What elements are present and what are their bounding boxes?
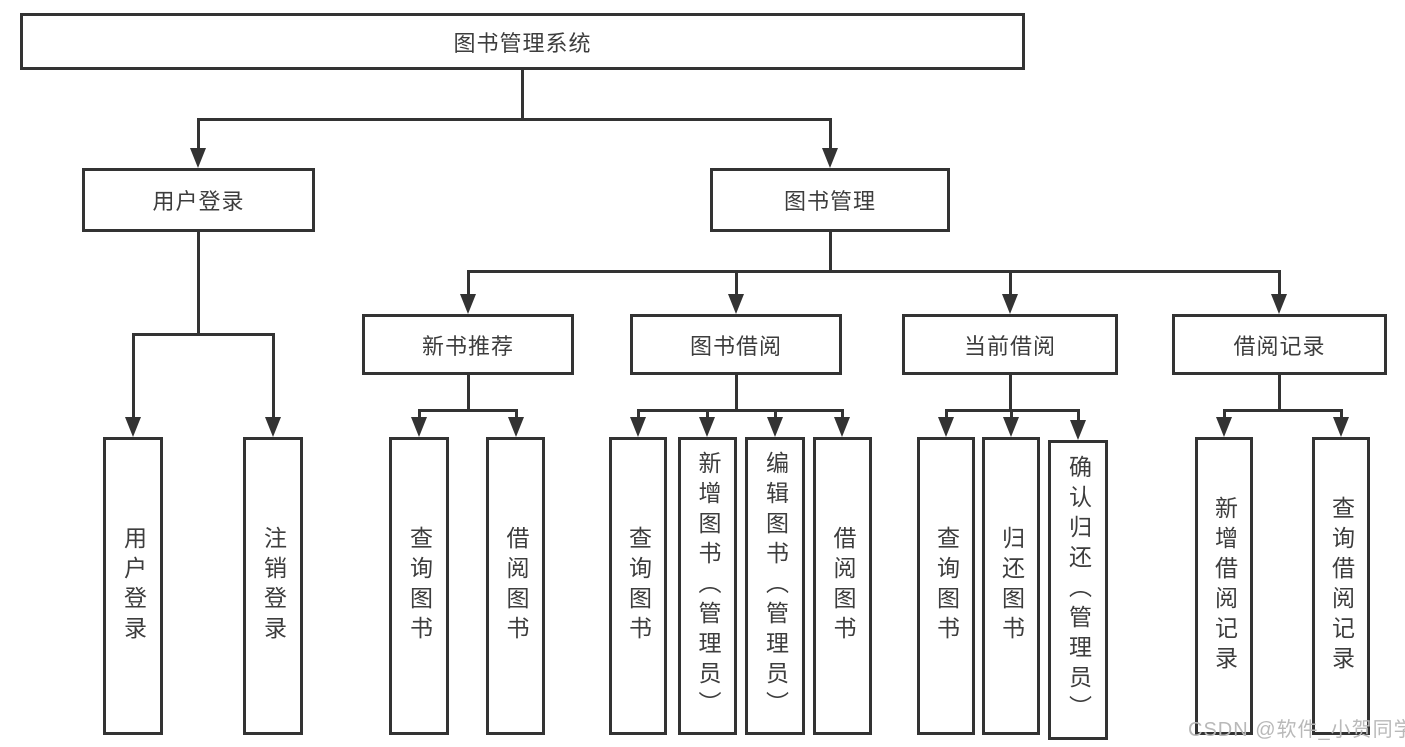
leaf-records-query-record: 查询借阅记录 [1312,437,1370,735]
connector-drop-book-management [829,118,832,150]
arrowhead-borrow-add [699,417,715,437]
leaf-borrow-borrow-books: 借阅图书 [813,437,872,735]
connector-drop-borrow-edit [774,409,777,419]
connector-drop-borrow-borrow [841,409,844,419]
arrowhead-borrow-edit [767,417,783,437]
leaf-logout-label: 注销登录 [260,526,287,646]
connector-current-stub [1009,375,1012,412]
arrowhead-current-borrow [1002,294,1018,314]
leaf-borrow-add-books-admin: 新增图书（管理员） [678,437,737,735]
connector-new-rec-stub [467,375,470,412]
connector-new-rec-bar [418,409,518,412]
connector-book-management-bar [467,270,1281,273]
connector-borrow-bar [637,409,844,412]
node-user-login-label: 用户登录 [152,189,245,214]
leaf-current-query-books: 查询图书 [917,437,975,735]
connector-records-stub [1278,375,1281,412]
connector-drop-records-query [1340,409,1343,419]
connector-drop-borrow-records [1278,270,1281,296]
connector-drop-book-borrow [735,270,738,296]
leaf-borrow-edit-books-admin-label: 编辑图书（管理员） [762,451,789,721]
leaf-rec-borrow-books: 借阅图书 [486,437,545,735]
arrowhead-current-return [1003,417,1019,437]
arrowhead-rec-query [411,417,427,437]
leaf-borrow-edit-books-admin: 编辑图书（管理员） [745,437,805,735]
arrowhead-current-query [938,417,954,437]
connector-drop-current-borrow [1009,270,1012,296]
leaf-current-query-books-label: 查询图书 [933,526,960,646]
connector-user-login-stub [197,232,200,335]
arrowhead-records-query [1333,417,1349,437]
node-new-book-recommend: 新书推荐 [362,314,574,375]
arrowhead-book-management [822,148,838,168]
leaf-records-query-record-label: 查询借阅记录 [1328,496,1355,676]
leaf-rec-borrow-books-label: 借阅图书 [503,526,529,646]
connector-book-management-stub [829,232,832,272]
arrowhead-borrow-borrow [834,417,850,437]
node-root: 图书管理系统 [20,13,1025,70]
leaf-borrow-add-books-admin-label: 新增图书（管理员） [695,451,721,721]
leaf-current-confirm-return-admin-label: 确认归还（管理员） [1065,455,1092,725]
node-root-label: 图书管理系统 [453,30,592,56]
leaf-borrow-borrow-books-label: 借阅图书 [830,526,856,646]
leaf-rec-query-books: 查询图书 [389,437,449,735]
arrowhead-records-add [1216,417,1232,437]
connector-drop-rec-query [418,409,421,419]
connector-drop-new-book-recommend [467,270,470,296]
node-current-borrow: 当前借阅 [902,314,1118,375]
arrowhead-current-confirm [1070,420,1086,440]
connector-root-bar [197,118,831,121]
leaf-current-return-books: 归还图书 [982,437,1040,735]
arrowhead-user-login [190,148,206,168]
connector-drop-leaf-logout [272,333,275,419]
connector-drop-current-query [945,409,948,419]
node-user-login: 用户登录 [82,168,315,232]
leaf-current-return-books-label: 归还图书 [998,526,1025,646]
leaf-records-add-record-label: 新增借阅记录 [1211,496,1238,676]
connector-records-bar [1223,409,1343,412]
arrowhead-rec-borrow [508,417,524,437]
node-book-management: 图书管理 [710,168,950,232]
connector-user-login-bar [132,333,275,336]
connector-drop-rec-borrow [515,409,518,419]
connector-drop-current-return [1010,409,1013,419]
connector-drop-borrow-add [706,409,709,419]
leaf-borrow-query-books: 查询图书 [609,437,667,735]
node-new-book-recommend-label: 新书推荐 [421,333,514,359]
connector-drop-user-login [197,118,200,150]
node-borrow-records-label: 借阅记录 [1233,333,1326,359]
connector-borrow-stub [735,375,738,412]
leaf-rec-query-books-label: 查询图书 [406,526,433,646]
leaf-user-login-label: 用户登录 [120,526,147,646]
connector-drop-records-add [1223,409,1226,419]
node-borrow-records: 借阅记录 [1172,314,1387,375]
csdn-watermark: CSDN @软件_小贺同学 [1188,719,1405,741]
leaf-records-add-record: 新增借阅记录 [1195,437,1253,735]
arrowhead-leaf-user-login [125,417,141,437]
connector-drop-leaf-user-login [132,333,135,419]
leaf-user-login: 用户登录 [103,437,163,735]
connector-drop-current-confirm [1077,409,1080,421]
node-book-borrow-label: 图书借阅 [689,333,782,359]
node-current-borrow-label: 当前借阅 [963,333,1056,359]
arrowhead-book-borrow [728,294,744,314]
leaf-logout: 注销登录 [243,437,303,735]
arrowhead-borrow-query [630,417,646,437]
arrowhead-new-book-recommend [460,294,476,314]
node-book-borrow: 图书借阅 [630,314,842,375]
leaf-current-confirm-return-admin: 确认归还（管理员） [1048,440,1108,740]
leaf-borrow-query-books-label: 查询图书 [625,526,652,646]
node-book-management-label: 图书管理 [783,189,876,214]
connector-drop-borrow-query [637,409,640,419]
arrowhead-leaf-logout [265,417,281,437]
arrowhead-borrow-records [1271,294,1287,314]
connector-root-stub [521,70,524,120]
